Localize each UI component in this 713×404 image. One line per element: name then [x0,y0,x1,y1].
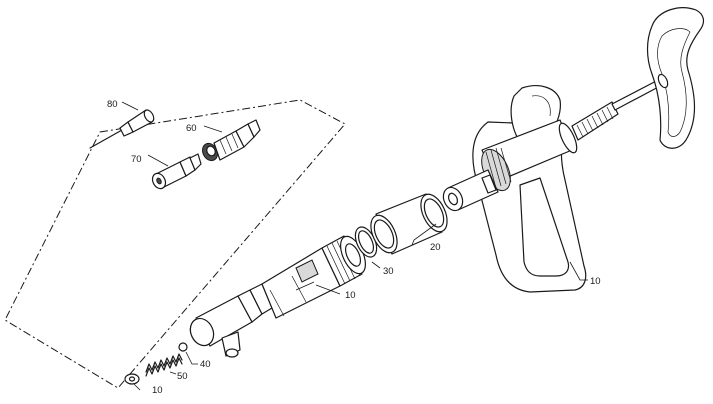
needle-part [89,109,155,149]
callout-needle: 80 [107,99,118,110]
pistol-grip-part [442,7,705,293]
callout-ball: 40 [200,359,211,370]
callout-pistol-grip: 10 [590,276,601,287]
callout-washer: 10 [152,385,163,396]
callout-spring: 50 [177,371,188,382]
callout-o-ring: 30 [383,266,394,277]
spring-part [145,353,183,377]
cap-adapter-part [202,119,261,162]
tip-adapter-part [151,153,202,190]
valve-body-part [189,235,366,358]
leader-lines [121,101,588,391]
dashed-group-outline [4,99,346,389]
barrel-tube-part [370,193,448,255]
o-ring-part [354,226,378,258]
ball-part [178,342,188,352]
callout-barrel-tube: 20 [430,242,441,253]
callout-cap-adapter: 60 [186,123,197,134]
callout-valve-body: 10 [345,290,356,301]
washer-part [124,373,140,385]
callout-tip-adapter: 70 [131,154,142,165]
